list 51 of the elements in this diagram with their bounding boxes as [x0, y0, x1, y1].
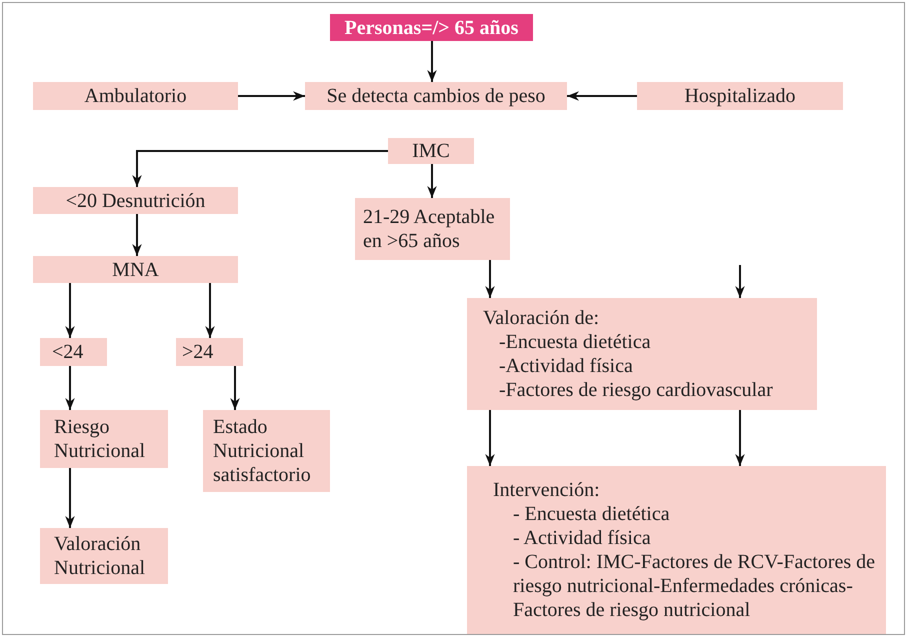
- list-item: - Actividad física: [512, 526, 652, 550]
- arrow: [132, 214, 142, 256]
- arrow: [427, 41, 437, 82]
- arrow: [65, 366, 75, 410]
- process-box: [467, 298, 817, 410]
- process-box: [33, 256, 238, 283]
- arrow: [230, 366, 240, 410]
- list-item: - Control: IMC-Factores de RCV-Factores de riesgo nutricional-Enfermedades crónicas-Factores de riesgo nutricional: [512, 550, 876, 622]
- box-label: Ambulatorio: [84, 84, 187, 108]
- box-heading: Valoración de:: [483, 306, 600, 330]
- process-box: [33, 82, 238, 110]
- box-label: Personas=/> 65 años: [344, 16, 518, 40]
- process-box: [637, 82, 843, 110]
- box-label: 21-29 Aceptable en >65 años: [363, 205, 496, 253]
- list-item: -Encuesta dietética: [498, 330, 652, 354]
- arrow: [485, 260, 495, 298]
- process-box: [40, 410, 168, 468]
- process-box: [40, 528, 168, 584]
- process-box: [203, 410, 330, 492]
- process-box: [355, 198, 510, 260]
- list-item: -Factores de riesgo cardiovascular: [498, 378, 774, 402]
- process-box: [40, 338, 107, 366]
- box-label: Se detecta cambios de peso: [326, 84, 546, 108]
- arrow: [567, 91, 637, 101]
- list-item: -Actividad física: [498, 354, 634, 378]
- arrow: [485, 410, 495, 466]
- box-heading: Intervención:: [493, 478, 601, 502]
- arrow: [65, 468, 75, 528]
- box-label: Valoración Nutricional: [54, 532, 146, 580]
- arrow: [132, 150, 388, 187]
- arrow: [735, 410, 745, 466]
- box-label: <24: [52, 340, 84, 364]
- list-item: - Encuesta dietética: [512, 502, 671, 526]
- arrow: [427, 164, 437, 198]
- box-label: Riesgo Nutricional: [54, 415, 146, 463]
- process-box: [305, 82, 567, 110]
- box-label: IMC: [412, 139, 450, 163]
- title-box: [330, 14, 533, 41]
- box-label: >24: [182, 340, 214, 364]
- box-label: <20 Desnutrición: [66, 188, 206, 212]
- arrow: [205, 283, 215, 338]
- box-label: Estado Nutricional satisfactorio: [213, 415, 312, 487]
- box-label: MNA: [112, 258, 159, 282]
- process-box: [176, 338, 243, 366]
- box-label: Hospitalizado: [684, 84, 796, 108]
- arrow: [238, 91, 305, 101]
- process-box: [33, 187, 238, 214]
- process-box: [388, 138, 474, 164]
- arrow: [735, 265, 745, 298]
- arrow: [65, 283, 75, 338]
- process-box: [467, 466, 886, 634]
